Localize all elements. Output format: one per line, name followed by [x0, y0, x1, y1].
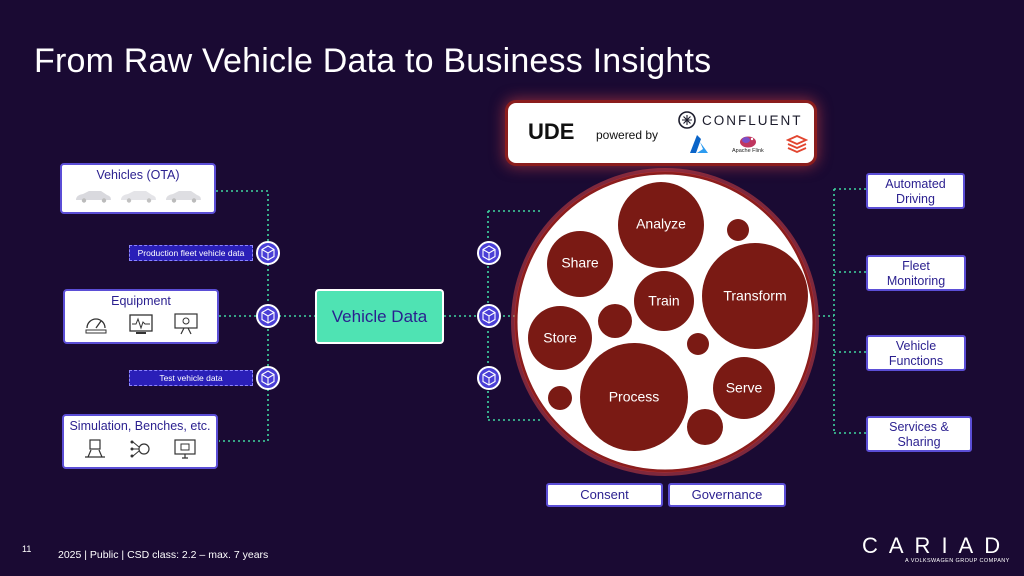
car-icon	[166, 191, 202, 203]
ude-banner: UDE powered by CONFLUENT Apache Flink	[508, 103, 814, 163]
bubble-label-analyze: Analyze	[636, 216, 686, 232]
ude-label: UDE	[528, 119, 575, 144]
source-equipment: Equipment	[63, 289, 219, 344]
bubble-label-serve: Serve	[726, 380, 763, 396]
page-number: 11	[22, 544, 32, 554]
governance-box: Governance	[668, 483, 786, 507]
bubble-train	[634, 271, 694, 331]
output-line: Services &	[889, 420, 949, 434]
output-vehicle-functions: Vehicle Functions	[866, 335, 966, 371]
tag-test-vehicle: Test vehicle data	[129, 370, 253, 386]
network-icon	[130, 440, 150, 458]
brand-tagline: A VOLKSWAGEN GROUP COMPANY	[905, 558, 1010, 564]
bubble-analyze	[618, 182, 704, 268]
cube-connector-icon	[256, 366, 280, 390]
bubble-label-store: Store	[543, 330, 577, 346]
cube-connector-icon	[477, 366, 501, 390]
footer-text: 2025 | Public | CSD class: 2.2 – max. 7 …	[58, 549, 269, 561]
output-line: Monitoring	[886, 274, 946, 288]
bubble-label-share: Share	[561, 255, 599, 271]
output-services-sharing: Services & Sharing	[866, 416, 972, 452]
flink-logo-icon	[739, 136, 756, 148]
output-line: Fleet	[902, 259, 930, 273]
cube-connector-icon	[477, 241, 501, 265]
cube-connector-icon	[256, 241, 280, 265]
gauge-icon	[85, 318, 107, 334]
bubble-process	[580, 343, 688, 451]
source-title: Equipment	[111, 294, 171, 308]
output-line: Functions	[888, 354, 944, 368]
monitor-icon	[129, 314, 153, 334]
source-title: Simulation, Benches, etc.	[69, 419, 211, 433]
bubble-small	[598, 304, 632, 338]
slide-title: From Raw Vehicle Data to Business Insigh…	[34, 42, 712, 80]
bubble-transform	[702, 243, 808, 349]
source-title: Vehicles (OTA)	[96, 168, 180, 182]
cube-connector-icon	[477, 304, 501, 328]
bubble-small	[687, 333, 709, 355]
tag-production-fleet: Production fleet vehicle data	[129, 245, 253, 261]
source-simulation: Simulation, Benches, etc.	[62, 414, 218, 469]
bubble-label-transform: Transform	[723, 288, 786, 304]
vehicle-data-node: Vehicle Data	[315, 289, 444, 344]
brand-logo: CARIAD	[862, 533, 1012, 558]
bubble-share	[547, 231, 613, 297]
bubble-small	[548, 386, 572, 410]
output-line: Vehicle	[895, 339, 937, 353]
databricks-logo-icon	[785, 135, 808, 153]
bubble-label-process: Process	[609, 389, 660, 405]
output-line: Sharing	[897, 435, 941, 449]
car-icon	[120, 191, 156, 203]
confluent-label: CONFLUENT	[702, 112, 803, 128]
powered-by-label: powered by	[596, 128, 659, 142]
azure-logo-icon	[690, 135, 708, 153]
output-line: Driving	[896, 192, 935, 206]
output-fleet-monitoring: Fleet Monitoring	[866, 255, 966, 291]
bubble-serve	[713, 357, 775, 419]
car-icon	[75, 191, 111, 203]
confluent-logo-icon	[678, 111, 696, 129]
consent-box: Consent	[546, 483, 663, 507]
computer-icon	[174, 439, 196, 459]
bubble-small	[687, 409, 723, 445]
workbench-icon	[84, 439, 105, 458]
bubble-store	[528, 306, 592, 370]
source-vehicles-ota: Vehicles (OTA)	[60, 163, 216, 214]
output-line: Automated	[885, 177, 946, 191]
bubble-small	[727, 219, 749, 241]
robot-icon	[174, 313, 198, 335]
bubble-label-train: Train	[648, 293, 679, 309]
cube-connector-icon	[256, 304, 280, 328]
output-automated-driving: Automated Driving	[866, 173, 965, 209]
flink-caption: Apache Flink	[732, 148, 764, 154]
